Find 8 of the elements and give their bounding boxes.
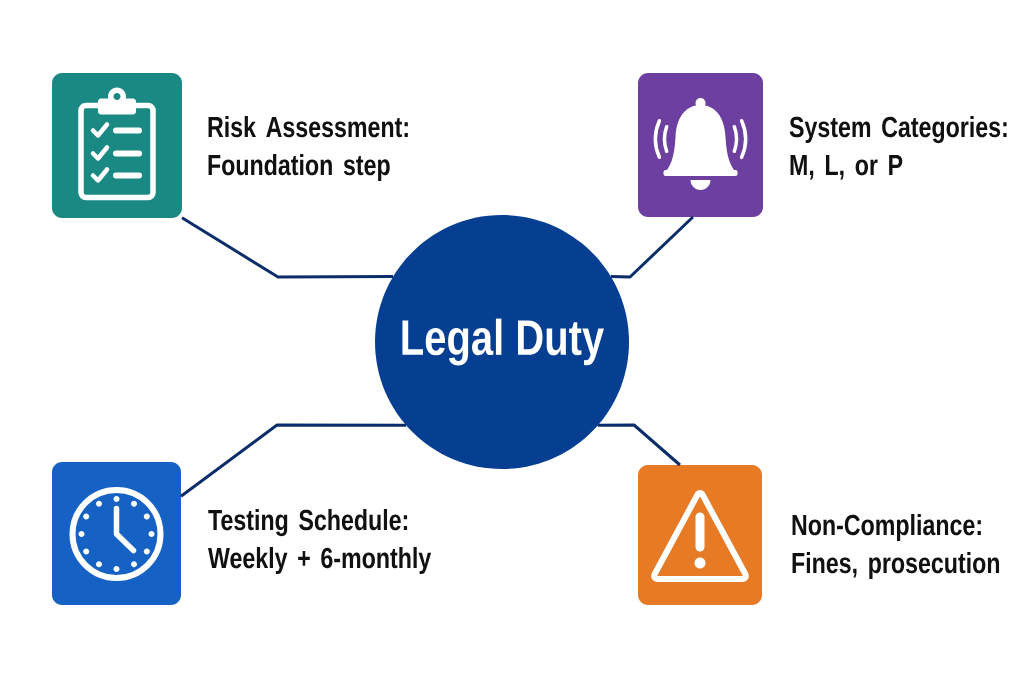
- connector-line: [610, 215, 694, 279]
- node-label: Testing Schedule: Weekly + 6-monthly: [208, 509, 432, 575]
- node-label: System Categories: M, L, or P: [789, 116, 1007, 180]
- connector-line: [181, 216, 394, 279]
- node-label: Non-Compliance: Fines, prosecution: [792, 514, 1000, 580]
- connector-line: [180, 423, 407, 498]
- node-label: Risk Assessment: Foundation step: [208, 116, 408, 182]
- connector-line: [597, 423, 681, 467]
